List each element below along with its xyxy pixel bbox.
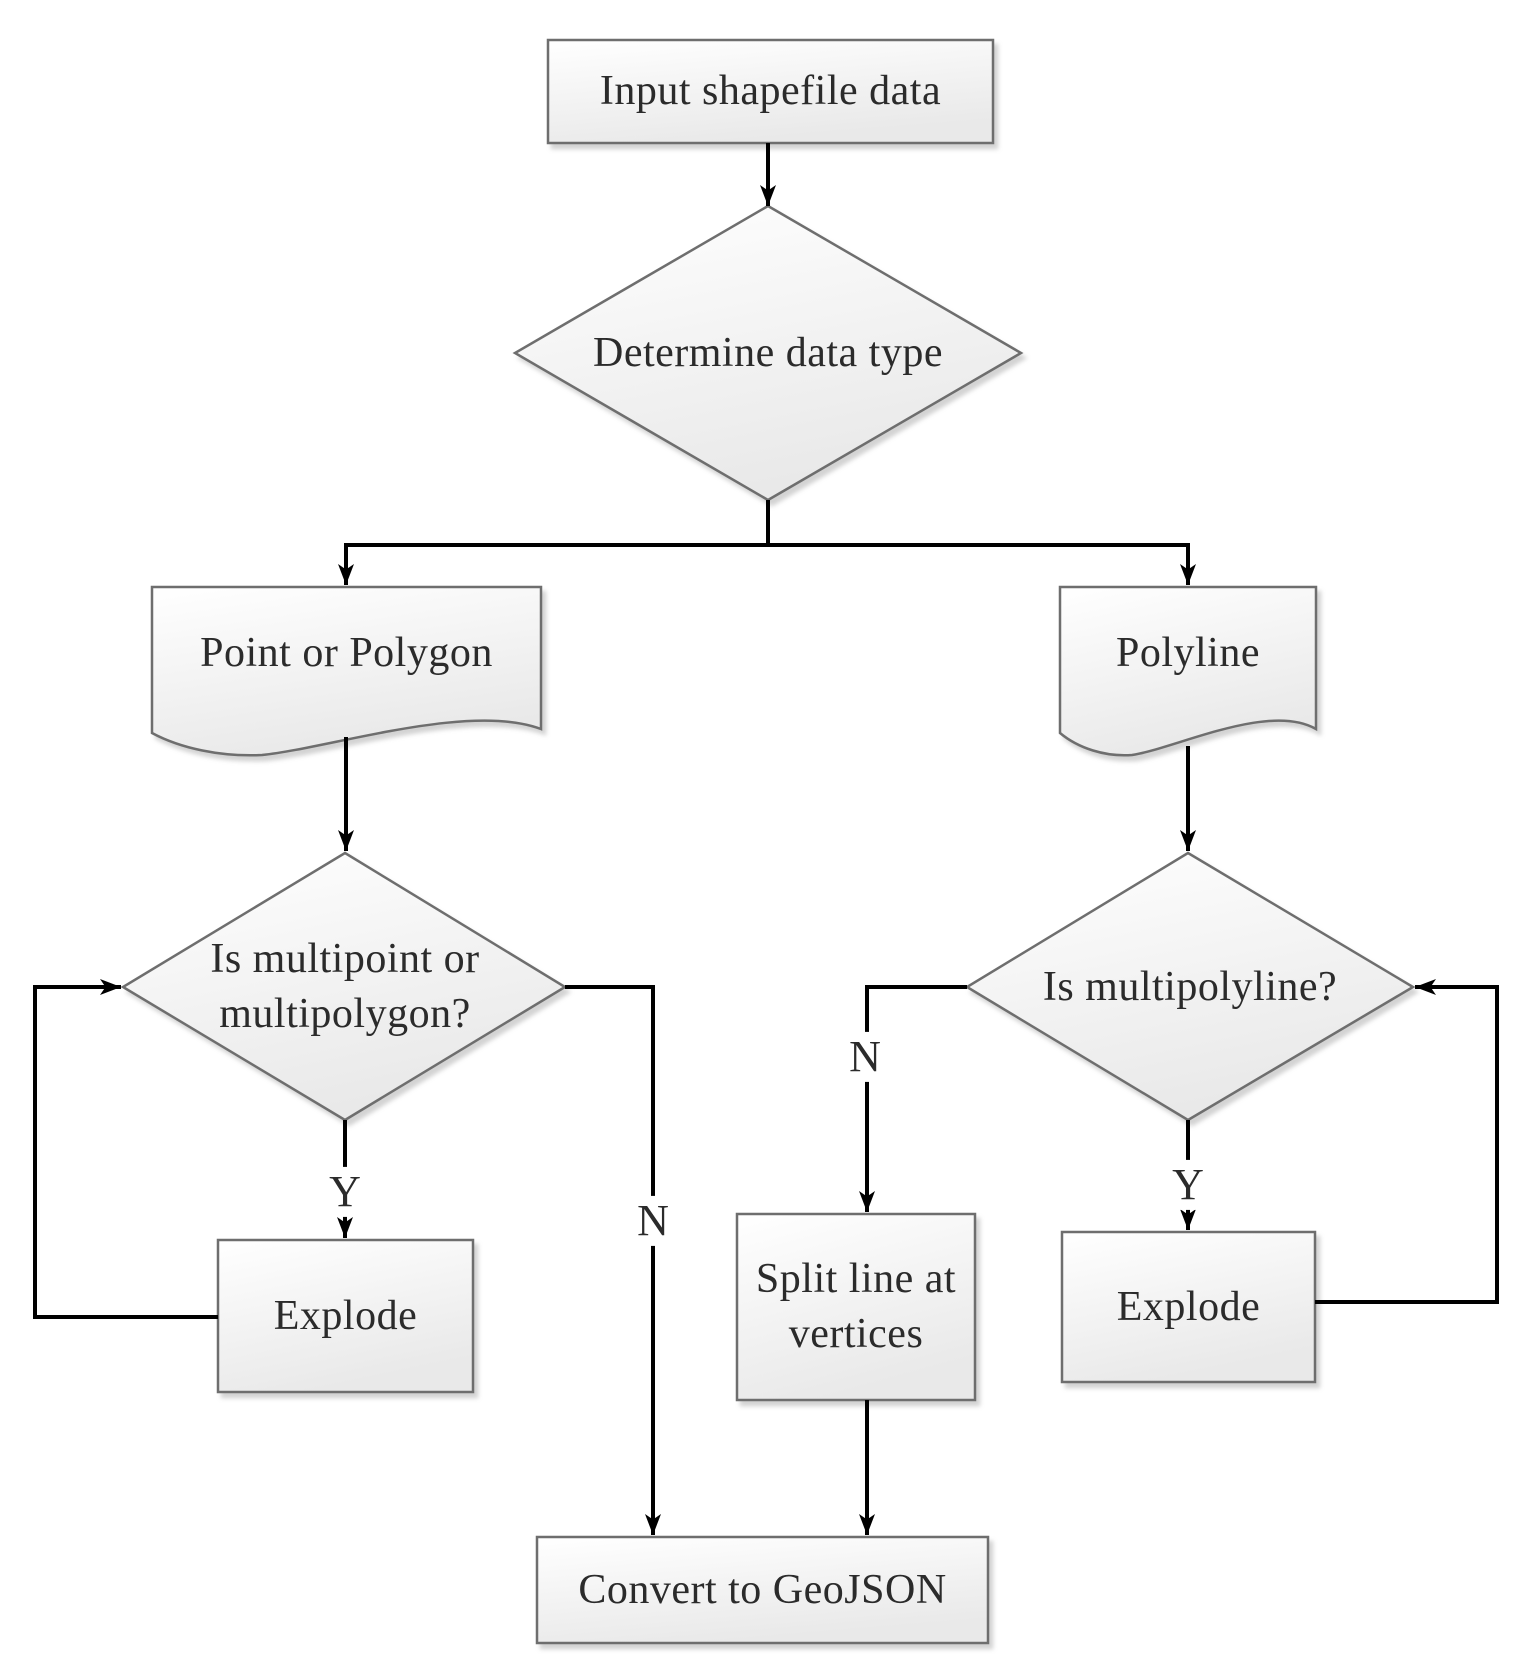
edge-is-multipolyline-no-to-split bbox=[859, 985, 967, 1212]
document-shape-polyline bbox=[1058, 585, 1318, 757]
process-shape-convert bbox=[535, 1535, 990, 1645]
process-shape-split-line bbox=[735, 1212, 977, 1402]
edge-explode-left-loop-back bbox=[33, 979, 218, 1319]
process-shape-input bbox=[546, 38, 995, 145]
decision-shape-determine-type bbox=[512, 204, 1024, 502]
decision-shape-is-multipolyline bbox=[964, 851, 1416, 1122]
process-shape-explode-right bbox=[1060, 1230, 1317, 1384]
decision-shape-is-multipoint bbox=[120, 851, 568, 1122]
document-shape-point-polygon bbox=[150, 585, 543, 757]
edge-branch-to-polyline bbox=[344, 543, 1196, 585]
edge-explode-right-loop-back bbox=[1315, 979, 1499, 1304]
process-shape-explode-left bbox=[216, 1238, 475, 1394]
edge-is-multipoint-no-to-convert bbox=[565, 985, 661, 1535]
